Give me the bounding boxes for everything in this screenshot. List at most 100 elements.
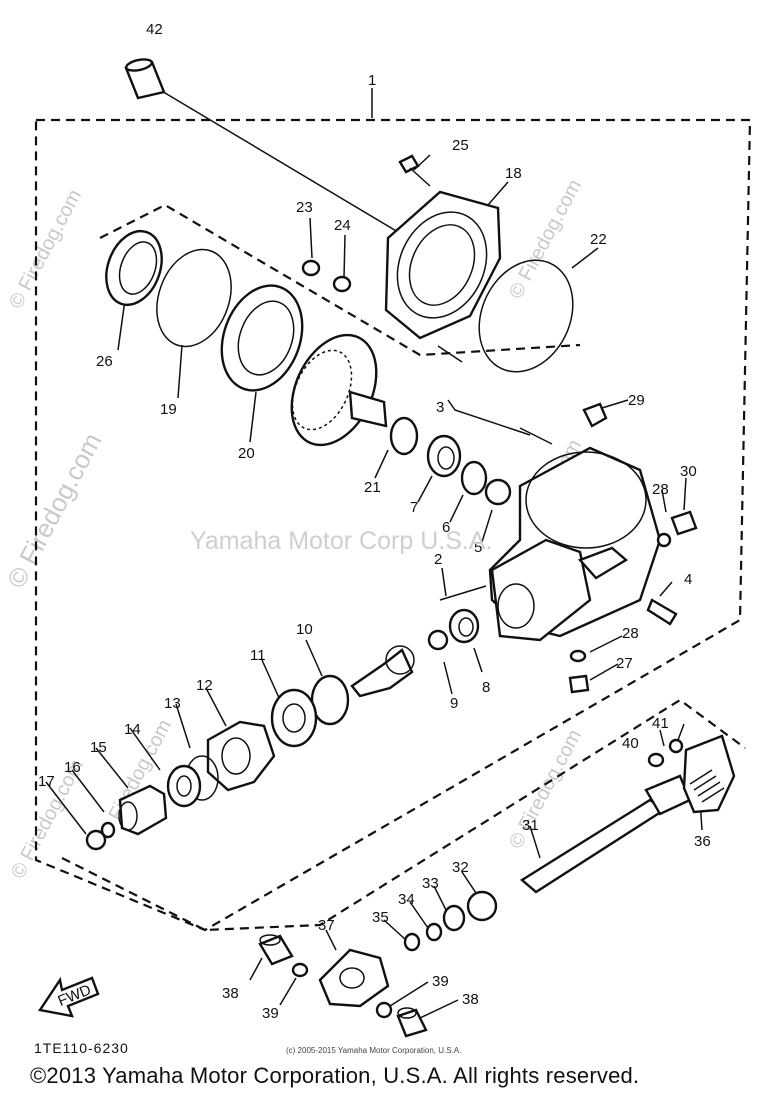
pin-4-part xyxy=(646,598,678,626)
bearing-part xyxy=(220,284,304,392)
label-11: 11 xyxy=(250,647,266,664)
seal-6-part xyxy=(460,460,488,496)
bearing-group-outline xyxy=(99,203,581,357)
label-28a: 28 xyxy=(652,481,669,498)
label-3: 3 xyxy=(436,399,444,416)
small-credit: (c) 2005-2015 Yamaha Motor Corporation, … xyxy=(286,1046,462,1055)
label-28b: 28 xyxy=(622,625,639,642)
label-29: 29 xyxy=(628,392,645,409)
ring-35-part xyxy=(403,932,421,952)
washer-28b-part xyxy=(569,649,587,663)
label-13: 13 xyxy=(164,695,181,712)
o-ring-part xyxy=(478,259,574,373)
washer-16-part xyxy=(100,821,116,839)
seal-32-part xyxy=(466,890,498,922)
drawing-code: 1TE110-6230 xyxy=(34,1040,129,1056)
label-41: 41 xyxy=(652,715,669,732)
collar-5-part xyxy=(484,478,512,506)
label-12: 12 xyxy=(196,677,213,694)
nut-17-part xyxy=(85,829,107,851)
stud-part xyxy=(437,345,553,445)
washer-33-part xyxy=(442,904,466,932)
bushing-part xyxy=(124,58,166,100)
label-15: 15 xyxy=(90,739,107,756)
footer-copyright: ©2013 Yamaha Motor Corporation, U.S.A. A… xyxy=(30,1063,640,1088)
watermark-top-right: © Firedog.com xyxy=(505,176,586,302)
ring-part xyxy=(156,248,232,348)
label-42: 42 xyxy=(146,21,163,38)
bearing-11-part xyxy=(270,688,318,748)
shim-21-part xyxy=(389,416,419,456)
label-30: 30 xyxy=(680,463,697,480)
label-33: 33 xyxy=(422,875,439,892)
washer-28-part xyxy=(656,532,672,548)
label-24: 24 xyxy=(334,217,351,234)
label-2: 2 xyxy=(434,551,442,568)
stud-2-part xyxy=(439,585,487,601)
housing-cover-part xyxy=(384,190,502,340)
label-26: 26 xyxy=(96,353,113,370)
gear-case-part xyxy=(488,446,662,642)
label-35: 35 xyxy=(372,909,389,926)
label-19: 19 xyxy=(160,401,177,418)
label-21: 21 xyxy=(364,479,381,496)
label-18: 18 xyxy=(505,165,522,182)
center-watermark: Yamaha Motor Corp U.S.A. xyxy=(190,527,493,555)
label-20: 20 xyxy=(238,445,255,462)
label-31: 31 xyxy=(522,817,539,834)
label-17: 17 xyxy=(38,773,55,790)
coupling-part xyxy=(118,784,168,836)
bearing-housing-part xyxy=(206,720,276,792)
label-38b: 38 xyxy=(462,991,479,1008)
label-14: 14 xyxy=(124,721,141,738)
forward-arrow-icon: FWD xyxy=(37,976,100,1018)
watermark-bottom-right: © Firedog.com xyxy=(505,726,586,852)
label-32: 32 xyxy=(452,859,469,876)
watermark-left: © Firedog.com xyxy=(1,428,108,593)
label-36: 36 xyxy=(694,833,711,850)
universal-joint-part xyxy=(318,948,390,1008)
label-38a: 38 xyxy=(222,985,239,1002)
shim-10-part xyxy=(310,674,350,726)
label-39b: 39 xyxy=(432,973,449,990)
label-10: 10 xyxy=(296,621,313,638)
bolt-41-part xyxy=(668,738,684,754)
drive-pinion-part xyxy=(350,645,415,698)
bearing-7-part xyxy=(426,434,462,478)
label-25: 25 xyxy=(452,137,469,154)
spring-part xyxy=(689,769,725,803)
label-4: 4 xyxy=(684,571,692,588)
watermark-top-left: © Firedog.com xyxy=(5,186,86,312)
label-23: 23 xyxy=(296,199,313,216)
collar-9-part xyxy=(427,629,449,651)
shaft-group-outline xyxy=(61,698,746,932)
shim-part xyxy=(105,230,163,306)
part-number-labels: 42 1 25 18 23 24 22 26 19 20 3 29 21 7 6… xyxy=(38,21,711,1022)
label-27: 27 xyxy=(616,655,633,672)
ring-39b-part xyxy=(375,1001,393,1019)
label-5: 5 xyxy=(474,539,482,556)
bolt-part xyxy=(398,154,431,187)
bushing-38b-part xyxy=(396,1007,428,1038)
label-40: 40 xyxy=(622,735,639,752)
label-1: 1 xyxy=(368,72,376,89)
ring-39a-part xyxy=(291,962,309,978)
ring-34-part xyxy=(425,922,443,942)
nut-part xyxy=(301,259,352,293)
label-22: 22 xyxy=(590,231,607,248)
label-39a: 39 xyxy=(262,1005,279,1022)
label-8: 8 xyxy=(482,679,490,696)
label-37: 37 xyxy=(318,917,335,934)
label-16: 16 xyxy=(64,759,81,776)
ring-gear-part xyxy=(290,333,388,447)
label-7: 7 xyxy=(410,499,418,516)
assembly-outline xyxy=(34,118,752,932)
bearing-8-part xyxy=(448,608,480,644)
oil-seal-part xyxy=(166,764,202,808)
leader-lines xyxy=(45,89,703,1019)
bolt-40-part xyxy=(647,752,665,768)
flange-part xyxy=(682,734,736,814)
label-34: 34 xyxy=(398,891,415,908)
label-9: 9 xyxy=(450,695,458,712)
